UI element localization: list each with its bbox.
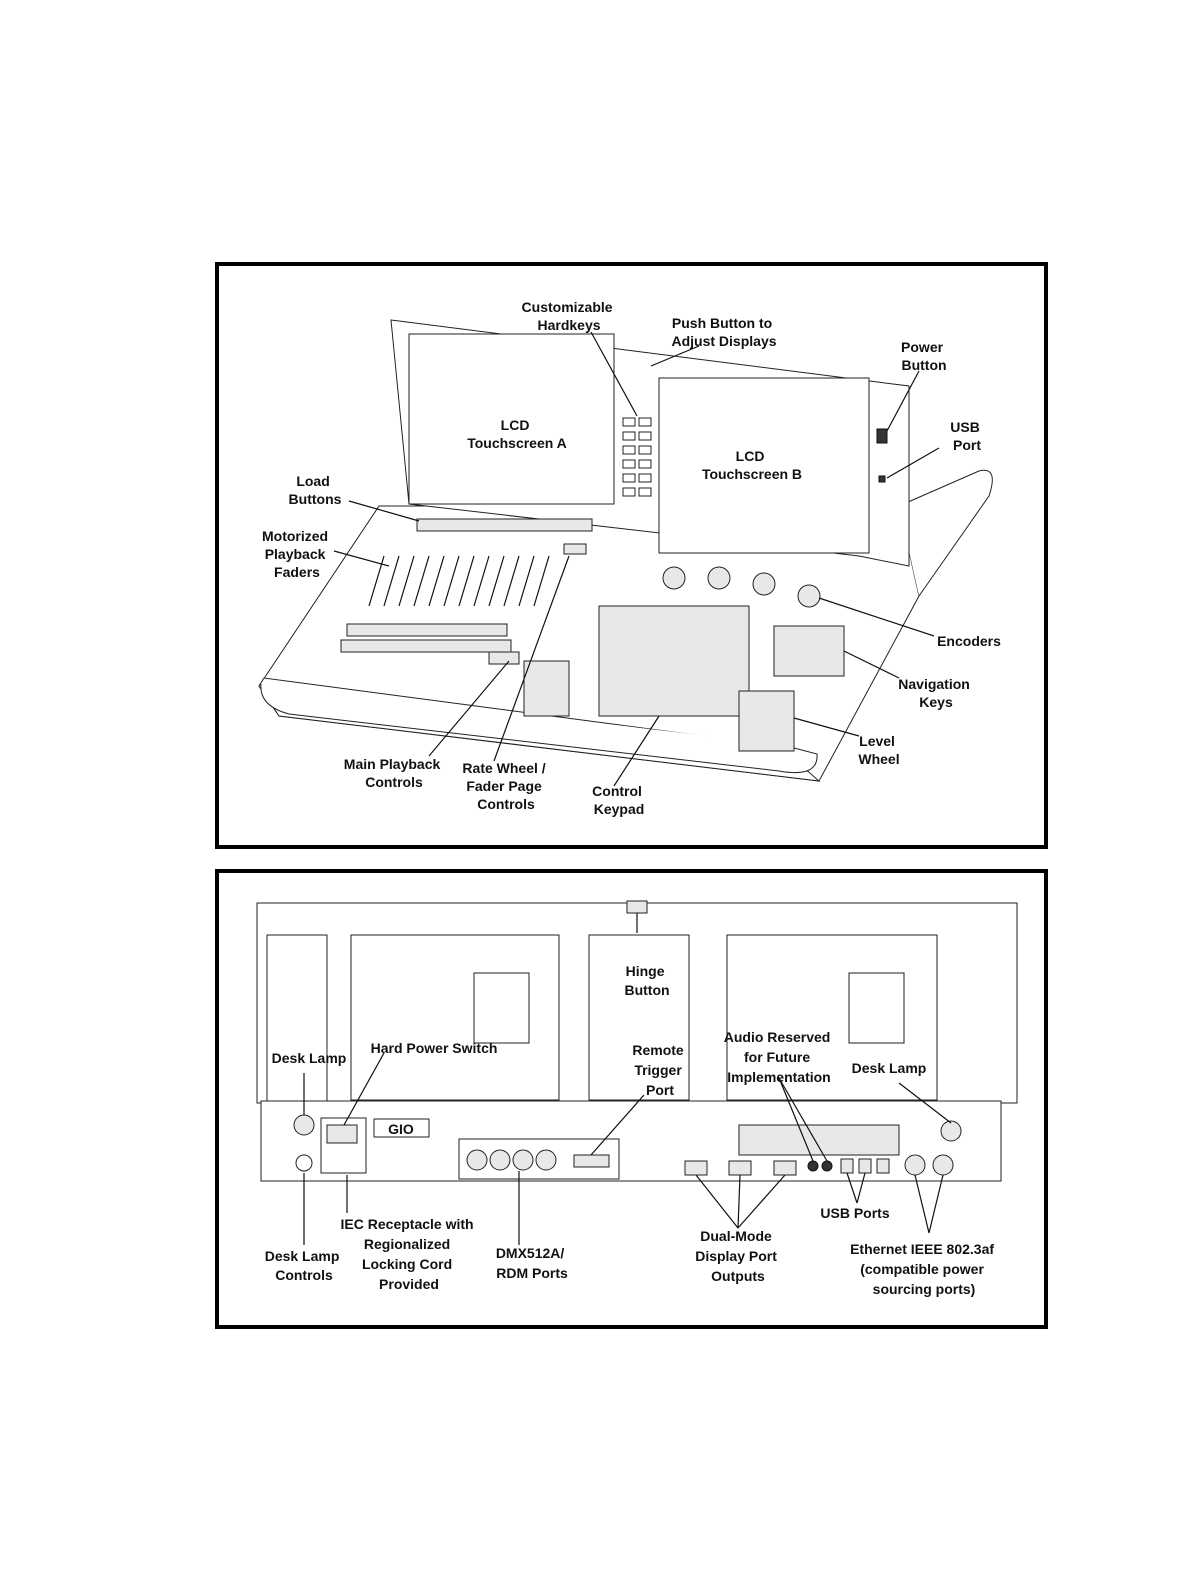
hinge-button[interactable] xyxy=(626,900,648,914)
load-buttons xyxy=(416,518,593,555)
dmx-port-1 xyxy=(466,1149,488,1171)
label-level-wheel: Level Wheel xyxy=(858,733,899,767)
label-remote-trigger-port: Remote Trigger Port xyxy=(632,1042,687,1098)
rear-chassis xyxy=(256,900,1018,1182)
label-iec-receptacle: IEC Receptacle with Regionalized Locking… xyxy=(341,1216,478,1292)
rear-leader-lines xyxy=(303,913,952,1245)
audio-jack-2 xyxy=(821,1160,833,1172)
leader-lines xyxy=(333,331,940,787)
ethernet-port-1 xyxy=(904,1154,926,1176)
label-ethernet: Ethernet IEEE 802.3af (compatible power … xyxy=(850,1241,998,1297)
display-port-3 xyxy=(773,1160,797,1176)
label-usb-port: USB Port xyxy=(950,419,983,453)
rear-view-panel: GIO xyxy=(215,869,1048,1329)
label-control-keypad: Control Keypad xyxy=(592,783,646,817)
front-view-panel: Customizable Hardkeys Push Button to Adj… xyxy=(215,262,1048,849)
front-view-drawing: Customizable Hardkeys Push Button to Adj… xyxy=(258,299,1001,817)
label-lcd-touchscreen-b: LCD Touchscreen B xyxy=(702,448,802,482)
display-port-2 xyxy=(728,1160,752,1176)
navigation-keys xyxy=(773,625,845,677)
label-power-button: Power Button xyxy=(901,339,947,373)
usb-port-3 xyxy=(876,1158,890,1174)
dmx-port-4 xyxy=(535,1149,557,1171)
lcd-touchscreen-b[interactable] xyxy=(658,377,870,554)
motorized-faders xyxy=(368,555,550,607)
label-main-playback-controls: Main Playback Controls xyxy=(344,756,444,790)
vent-grille xyxy=(738,1124,900,1156)
label-desk-lamp-right: Desk Lamp xyxy=(852,1060,927,1076)
dmx-port-3 xyxy=(512,1149,534,1171)
customizable-hardkeys xyxy=(622,417,652,497)
label-push-button-adjust-displays: Push Button to Adjust Displays xyxy=(671,315,776,349)
control-keypad xyxy=(598,605,845,717)
display-port-1 xyxy=(684,1160,708,1176)
label-hinge-button: Hinge Button xyxy=(624,963,669,998)
label-audio-reserved: Audio Reserved for Future Implementation xyxy=(724,1029,834,1085)
desk-lamp-controls-knob[interactable] xyxy=(295,1154,313,1172)
usb-port-2 xyxy=(858,1158,872,1174)
label-navigation-keys: Navigation Keys xyxy=(898,676,973,710)
ethernet-port-2 xyxy=(932,1154,954,1176)
power-button-icon[interactable] xyxy=(876,428,888,444)
lcd-touchscreen-a[interactable] xyxy=(408,333,615,505)
label-usb-ports: USB Ports xyxy=(820,1205,889,1221)
usb-port-icon xyxy=(878,475,886,483)
label-desk-lamp-controls: Desk Lamp Controls xyxy=(265,1248,344,1283)
rear-ports: GIO xyxy=(293,1114,962,1180)
label-dmx-rdm-ports: DMX512A/ RDM Ports xyxy=(496,1245,568,1281)
remote-trigger-port xyxy=(573,1154,610,1168)
desk-lamp-right-socket xyxy=(940,1120,962,1142)
label-display-port-outputs: Dual-Mode Display Port Outputs xyxy=(695,1228,781,1284)
label-encoders: Encoders xyxy=(937,633,1001,649)
main-playback-buttons xyxy=(340,623,520,665)
desk-lamp-left-socket xyxy=(293,1114,315,1136)
level-wheel[interactable] xyxy=(738,690,795,752)
label-customizable-hardkeys: Customizable Hardkeys xyxy=(522,299,617,333)
label-load-buttons: Load Buttons xyxy=(289,473,342,507)
gio-logo-plate xyxy=(373,1118,430,1138)
audio-jack-1 xyxy=(807,1160,819,1172)
rate-wheel[interactable] xyxy=(523,660,570,717)
display-frame xyxy=(390,319,910,567)
label-desk-lamp-left: Desk Lamp xyxy=(272,1050,347,1066)
label-rate-wheel-fader-page-controls: Rate Wheel / Fader Page Controls xyxy=(462,760,549,812)
label-hard-power-switch: Hard Power Switch xyxy=(371,1040,498,1056)
label-lcd-touchscreen-a: LCD Touchscreen A xyxy=(467,417,567,451)
hard-power-switch[interactable] xyxy=(326,1124,358,1144)
rear-view-drawing: GIO xyxy=(256,900,1018,1297)
label-motorized-playback-faders: Motorized Playback Faders xyxy=(262,528,332,580)
usb-port-1 xyxy=(840,1158,854,1174)
gio-logo: GIO xyxy=(388,1121,414,1137)
encoders xyxy=(662,566,821,608)
dmx-port-2 xyxy=(489,1149,511,1171)
